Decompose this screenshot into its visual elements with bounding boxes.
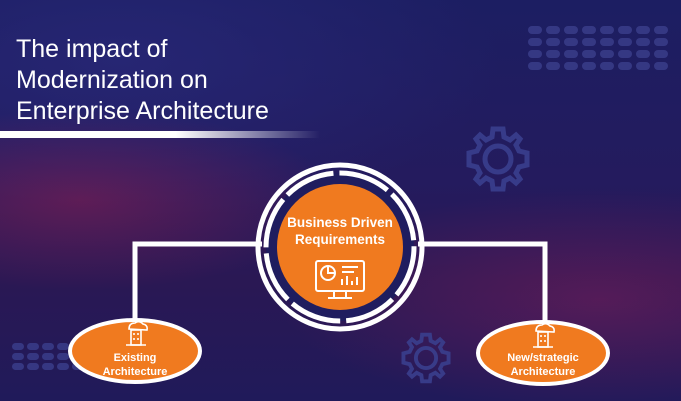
center-node-label-line-1: Business Driven bbox=[287, 215, 393, 230]
title-underline-bar bbox=[0, 131, 320, 138]
title-line-2: Modernization on bbox=[16, 66, 208, 94]
center-node-label: Business Driven Requirements bbox=[276, 214, 404, 248]
new-strategic-architecture-label: New/strategic Architecture bbox=[476, 351, 610, 379]
existing-architecture-label-line-1: Existing bbox=[113, 352, 157, 364]
gear-icon bbox=[401, 332, 451, 384]
center-node-ring bbox=[255, 162, 425, 332]
page-title: The impact of Modernization on Enterpris… bbox=[16, 34, 336, 127]
new-strategic-architecture-label-line-2: Architecture bbox=[510, 366, 576, 378]
new-strategic-architecture-label-line-1: New/strategic bbox=[507, 352, 579, 364]
title-line-1: The impact of bbox=[16, 35, 168, 63]
analytics-dashboard-icon bbox=[315, 260, 365, 299]
cloud-building-icon bbox=[533, 322, 555, 348]
cloud-building-icon bbox=[126, 320, 148, 346]
existing-architecture-label: Existing Architecture bbox=[68, 351, 202, 379]
center-node-label-line-2: Requirements bbox=[294, 232, 386, 247]
dot-grid-pattern-top-right bbox=[528, 26, 668, 70]
gear-icon bbox=[466, 126, 530, 192]
existing-architecture-label-line-2: Architecture bbox=[102, 366, 168, 378]
title-line-3: Enterprise Architecture bbox=[16, 97, 269, 125]
